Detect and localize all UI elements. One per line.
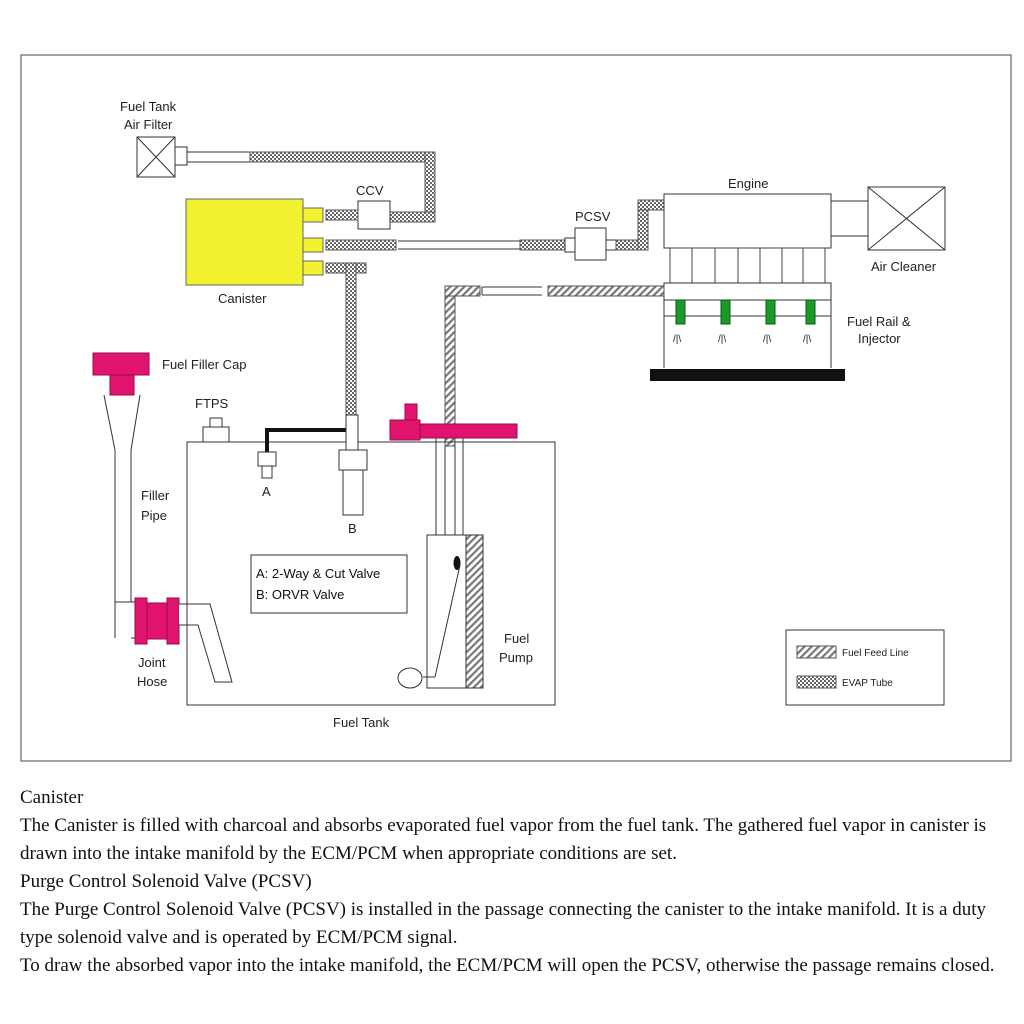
engine-base — [650, 369, 845, 381]
svg-text:/|\: /|\ — [763, 334, 771, 345]
ftps-label: FTPS — [195, 396, 229, 411]
fuel-pump-label-2: Pump — [499, 650, 533, 665]
joint-hose-label-1: Joint — [138, 655, 166, 670]
evap-system-diagram: Fuel Tank Air Filter CCV Canister PCSV — [20, 54, 1012, 762]
svg-text:/|\: /|\ — [673, 334, 681, 345]
fuel-tank-air-filter-label-2: Air Filter — [124, 117, 173, 132]
evap-tube-canister-to-tank — [325, 262, 367, 416]
air-cleaner — [867, 186, 946, 251]
fuel-pump-connector — [389, 403, 518, 441]
fuel-filler-cap — [92, 352, 150, 396]
fuel-rail-label-2: Injector — [858, 331, 901, 346]
valve-key-a-text: A: 2-Way & Cut Valve — [256, 566, 380, 581]
para-pcsv-1: The Purge Control Solenoid Valve (PCSV) … — [20, 899, 987, 948]
pcsv-label: PCSV — [575, 209, 611, 224]
ccv-label: CCV — [356, 183, 384, 198]
fuel-feed-line — [444, 285, 665, 447]
valve-a — [257, 428, 346, 479]
filler-pipe — [103, 394, 141, 639]
valve-key-box — [250, 554, 408, 614]
valve-b — [338, 414, 368, 516]
air-cleaner-label: Air Cleaner — [871, 259, 937, 274]
ccv-valve — [357, 200, 391, 230]
fuel-filler-cap-label: Fuel Filler Cap — [162, 357, 247, 372]
fuel-tank-air-filter — [136, 136, 250, 178]
evap-tube-pcsv-to-engine — [615, 199, 665, 251]
valve-a-label: A — [262, 484, 271, 499]
legend-swatch-fuel-feed — [796, 645, 837, 659]
ftps-sensor — [202, 426, 230, 443]
ccv-tube — [325, 209, 359, 221]
heading-pcsv: Purge Control Solenoid Valve (PCSV) — [20, 871, 312, 892]
canister-port-2 — [302, 237, 324, 253]
description-text: Canister The Canister is filled with cha… — [20, 784, 1010, 980]
legend: Fuel Feed Line EVAP Tube — [785, 629, 945, 706]
joint-hose-label-2: Hose — [137, 674, 167, 689]
canister-label: Canister — [218, 291, 267, 306]
canister-port-3 — [302, 260, 324, 276]
injectors: /|\ /|\ /|\ /|\ — [673, 299, 816, 345]
ftps-sensor-cap — [209, 417, 223, 428]
legend-evap-label: EVAP Tube — [842, 678, 893, 689]
diagram-frame — [20, 54, 1012, 762]
fuel-tank — [186, 441, 556, 706]
engine-label: Engine — [728, 176, 768, 191]
legend-swatch-evap — [796, 675, 837, 689]
filler-pipe-label-1: Filler — [141, 488, 170, 503]
fuel-tank-label: Fuel Tank — [333, 715, 390, 730]
pcsv-inlet — [564, 237, 576, 253]
svg-text:/|\: /|\ — [803, 334, 811, 345]
filler-pipe-label-2: Pipe — [141, 508, 167, 523]
para-canister: The Canister is filled with charcoal and… — [20, 815, 987, 864]
evap-tube-canister-to-pcsv — [325, 239, 566, 251]
legend-fuel-feed-label: Fuel Feed Line — [842, 648, 909, 659]
fuel-pump-label-1: Fuel — [504, 631, 529, 646]
para-pcsv-2: To draw the absorbed vapor into the inta… — [20, 955, 995, 976]
valve-key-b-text: B: ORVR Valve — [256, 587, 344, 602]
fuel-rail-label-1: Fuel Rail & — [847, 314, 911, 329]
fuel-rail — [663, 300, 832, 368]
joint-hose — [134, 597, 233, 683]
engine — [663, 193, 869, 301]
valve-b-label: B — [348, 521, 357, 536]
fuel-tank-air-filter-label-1: Fuel Tank — [120, 99, 177, 114]
svg-text:/|\: /|\ — [718, 334, 726, 345]
fuel-pump — [397, 438, 484, 689]
heading-canister: Canister — [20, 787, 84, 808]
pcsv-outlet — [605, 239, 617, 251]
pcsv-valve — [574, 227, 607, 261]
canister-port-1 — [302, 207, 324, 223]
canister — [185, 198, 304, 286]
